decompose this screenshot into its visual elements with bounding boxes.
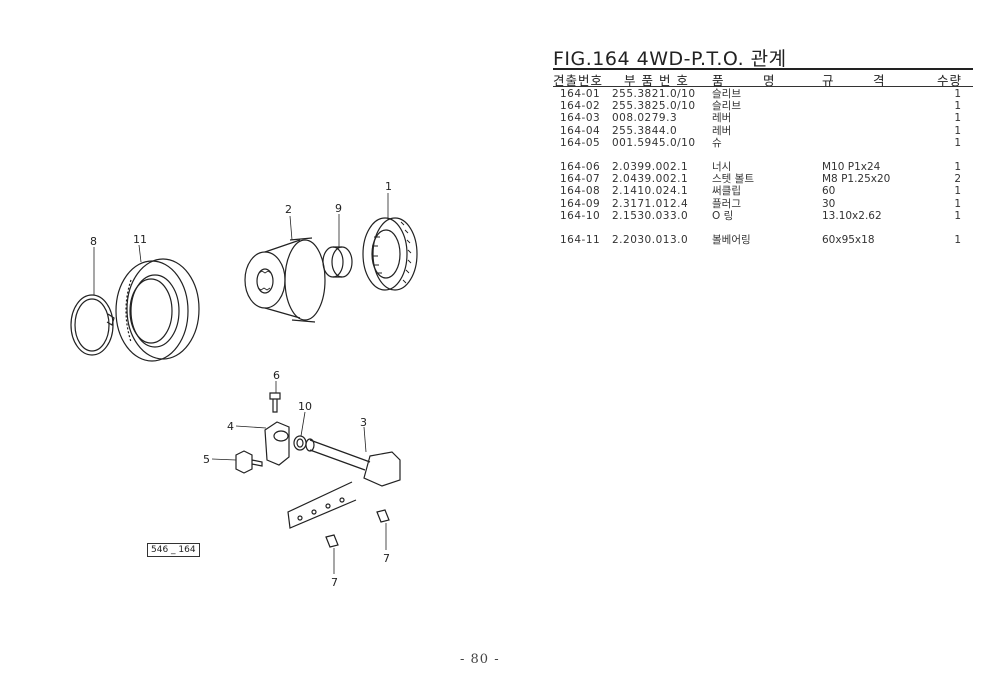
- part-name: 써클립: [712, 185, 741, 198]
- index-no: 164-05: [560, 136, 601, 149]
- part-spec: M10 P1x24: [822, 160, 881, 173]
- parts-row: 164-03 008.0279.3 레버 1: [553, 112, 973, 124]
- part-spec: 60: [822, 185, 836, 198]
- part-name: 너시: [712, 160, 732, 173]
- callout-1: 1: [385, 180, 392, 193]
- circlip-drawing: [70, 294, 115, 356]
- header-qty: 수량: [937, 73, 963, 88]
- part-spec: 60x95x18: [822, 233, 875, 246]
- part-number: 255.3844.0: [612, 124, 678, 137]
- part-number: 2.1410.024.1: [612, 185, 689, 198]
- part-number: 2.0439.002.1: [612, 173, 689, 186]
- parts-row: 164-09 2.3171.012.4 플러그 30 1: [553, 198, 973, 210]
- part-number: 2.1530.033.0: [612, 209, 689, 222]
- parts-row: 164-05 001.5945.0/10 슈 1: [553, 137, 973, 149]
- index-no: 164-09: [560, 197, 601, 210]
- callout-10: 10: [298, 400, 312, 413]
- part-qty: 1: [954, 100, 961, 113]
- header-part-no: 부 품 번 호: [624, 73, 689, 88]
- callout-7b: 7: [331, 576, 338, 589]
- parts-row: 164-08 2.1410.024.1 써클립 60 1: [553, 185, 973, 197]
- index-no: 164-01: [560, 88, 601, 100]
- callout-7a: 7: [383, 552, 390, 565]
- callout-3: 3: [360, 416, 367, 429]
- callout-11: 11: [133, 233, 147, 246]
- header-index: 견출번호: [553, 73, 604, 88]
- part-name: 슈: [712, 136, 722, 149]
- part-number: 001.5945.0/10: [612, 136, 696, 149]
- part-name: 플러그: [712, 197, 741, 210]
- callout-2: 2: [285, 203, 292, 216]
- part-name: 슬리브: [712, 100, 741, 113]
- parts-row: 164-06 2.0399.002.1 너시 M10 P1x24 1: [553, 161, 973, 173]
- title-underline: [553, 68, 973, 70]
- index-no: 164-07: [560, 173, 601, 186]
- part-number: 2.3171.012.4: [612, 197, 689, 210]
- part-qty: 1: [954, 88, 961, 100]
- header-spec-2: 격: [873, 73, 886, 88]
- callout-9: 9: [335, 202, 342, 215]
- part-qty: 1: [954, 160, 961, 173]
- header-spec-1: 규: [822, 73, 835, 88]
- parts-row: 164-10 2.1530.033.0 O 링 13.10x2.62 1: [553, 210, 973, 222]
- part-name: O 링: [712, 209, 734, 222]
- part-name: 레버: [712, 124, 732, 137]
- callout-5: 5: [203, 453, 210, 466]
- part-qty: 2: [954, 173, 961, 186]
- part-qty: 1: [954, 209, 961, 222]
- part-spec: M8 P1.25x20: [822, 173, 891, 186]
- part-name: 스텟 볼트: [712, 173, 754, 186]
- part-spec: 13.10x2.62: [822, 209, 882, 222]
- part-qty: 1: [954, 233, 961, 246]
- part-qty: 1: [954, 197, 961, 210]
- index-no: 164-04: [560, 124, 601, 137]
- index-no: 164-11: [560, 233, 601, 246]
- part-name: 슬리브: [712, 88, 741, 100]
- parts-row: 164-01 255.3821.0/10 슬리브 1: [553, 88, 973, 100]
- ball-bearing-drawing: [115, 258, 200, 362]
- index-no: 164-02: [560, 100, 601, 113]
- figure-reference-box: 546 _ 164: [147, 543, 200, 557]
- part-number: 255.3825.0/10: [612, 100, 696, 113]
- header-rule: [553, 86, 973, 87]
- part-number: 2.0399.002.1: [612, 160, 689, 173]
- part-number: 008.0279.3: [612, 112, 678, 125]
- sleeve-drawing: [244, 237, 326, 323]
- header-name-2: 명: [763, 73, 776, 88]
- part-name: 레버: [712, 112, 732, 125]
- parts-row: 164-02 255.3825.0/10 슬리브 1: [553, 100, 973, 112]
- shoe-drawing: [322, 246, 353, 278]
- part-qty: 1: [954, 185, 961, 198]
- leader-lines: [93, 193, 389, 574]
- callout-6: 6: [273, 369, 280, 382]
- part-number: 2.2030.013.0: [612, 233, 689, 246]
- callout-8: 8: [90, 235, 97, 248]
- parts-table: 164-01 255.3821.0/10 슬리브 1 164-02 255.3825.0/…: [553, 88, 973, 246]
- splined-sleeve-drawing: [362, 217, 418, 291]
- part-qty: 1: [954, 112, 961, 125]
- index-no: 164-03: [560, 112, 601, 125]
- index-no: 164-10: [560, 209, 601, 222]
- part-qty: 1: [954, 124, 961, 137]
- part-number: 255.3821.0/10: [612, 88, 696, 100]
- part-spec: 30: [822, 197, 836, 210]
- parts-row: 164-04 255.3844.0 레버 1: [553, 125, 973, 137]
- parts-row: 164-07 2.0439.002.1 스텟 볼트 M8 P1.25x20 2: [553, 173, 973, 185]
- part-name: 볼베어링: [712, 233, 751, 246]
- page-number: - 80 -: [460, 652, 500, 667]
- index-no: 164-08: [560, 185, 601, 198]
- lever-assembly-drawing: [235, 392, 401, 548]
- header-name-1: 품: [712, 73, 725, 88]
- parts-row: 164-11 2.2030.013.0 볼베어링 60x95x18 1: [553, 234, 973, 246]
- figure-title: FIG.164 4WD-P.T.O. 관계: [553, 48, 787, 70]
- index-no: 164-06: [560, 160, 601, 173]
- part-qty: 1: [954, 136, 961, 149]
- callout-4: 4: [227, 420, 234, 433]
